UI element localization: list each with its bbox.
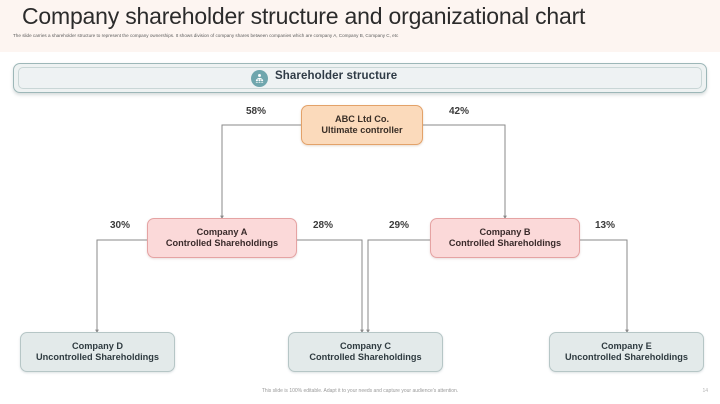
edge-label-a-to-d: 30% <box>110 220 131 231</box>
edge-label-b-to-e: 13% <box>595 220 616 231</box>
node-line-1: Company C <box>339 341 392 352</box>
node-line-1: Company E <box>601 341 652 352</box>
edge-label-b-to-c: 29% <box>389 220 410 231</box>
node-company-a[interactable]: Company A Controlled Shareholdings <box>147 218 297 258</box>
node-line-2: Uncontrolled Shareholdings <box>35 352 160 362</box>
edge-label-root-to-b: 42% <box>449 106 470 117</box>
page-title: Company shareholder structure and organi… <box>22 3 586 29</box>
edge-label-a-to-c: 28% <box>313 220 334 231</box>
section-banner <box>13 63 707 93</box>
node-company-d[interactable]: Company D Uncontrolled Shareholdings <box>20 332 175 372</box>
header-band <box>0 0 720 52</box>
node-line-2: Controlled Shareholdings <box>309 352 422 362</box>
footer-note: This slide is 100% editable. Adapt it to… <box>261 388 459 394</box>
banner-title: Shareholder structure <box>275 70 398 82</box>
node-line-1: Company A <box>196 227 248 238</box>
node-line-2: Controlled Shareholdings <box>165 238 279 248</box>
page-subtitle: The slide carries a shareholder structur… <box>13 33 399 38</box>
node-line-1: ABC Ltd Co. <box>334 114 390 125</box>
node-company-c[interactable]: Company C Controlled Shareholdings <box>288 332 443 372</box>
edge-label-root-to-a: 58% <box>246 106 267 117</box>
node-company-e[interactable]: Company E Uncontrolled Shareholdings <box>549 332 704 372</box>
node-line-2: Uncontrolled Shareholdings <box>564 352 689 362</box>
node-line-1: Company B <box>479 227 531 238</box>
people-group-icon <box>251 70 268 87</box>
node-line-2: Controlled Shareholdings <box>448 238 562 248</box>
page-number: 14 <box>702 388 708 394</box>
node-line-2: Ultimate controller <box>321 125 403 135</box>
node-company-b[interactable]: Company B Controlled Shareholdings <box>430 218 580 258</box>
section-banner-inner <box>18 67 702 89</box>
node-abc-ltd-co[interactable]: ABC Ltd Co. Ultimate controller <box>301 105 423 145</box>
node-line-1: Company D <box>71 341 124 352</box>
